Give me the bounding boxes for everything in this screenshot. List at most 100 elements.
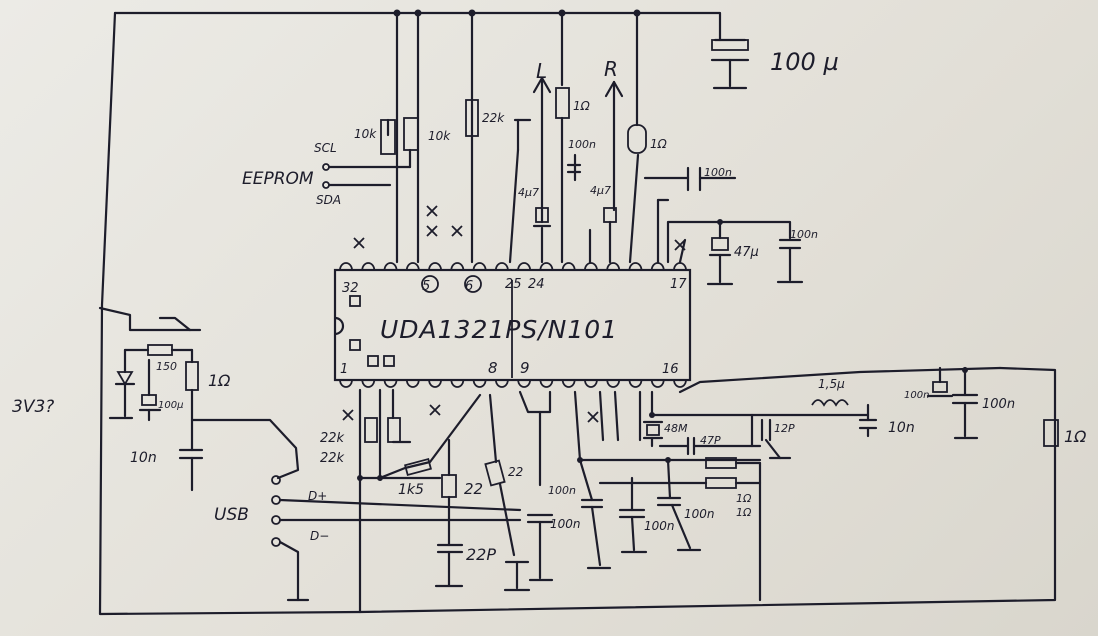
ic-pin-bottom [339, 379, 353, 388]
cap-100u-top [710, 38, 750, 90]
label-c-100n-far-b: 100n [982, 397, 1015, 412]
pin-label-16: 16 [662, 362, 679, 377]
label-r-22k-top: 22k [482, 111, 505, 125]
label-c-100n-right: 100n [790, 228, 818, 241]
label-c-47p: 47P [700, 434, 721, 447]
label-r-22k-b: 22k [320, 451, 345, 466]
label-c-100n-b1: 100n [548, 484, 576, 497]
ic-pin-bottom [428, 379, 442, 388]
ic-pin-bottom [450, 379, 465, 388]
resistors-top [380, 87, 647, 155]
ic-pin-bottom [673, 379, 687, 388]
label-cap-100u-top: 100 µ [770, 48, 839, 76]
pin-label-6: 6 [465, 279, 473, 294]
ic-pin-bottom [472, 379, 487, 388]
ic-pin-top [584, 262, 598, 271]
ic-pin-bottom [494, 379, 509, 388]
ic-pin-bottom [383, 379, 398, 388]
ic-pin-top [405, 262, 420, 271]
eeprom-terminals [322, 163, 330, 189]
label-r-10k-b: 10k [428, 129, 451, 143]
label-c-10n-right: 10n [888, 420, 915, 436]
ic-pin-top [428, 262, 442, 271]
crystal-and-filter [642, 366, 1059, 460]
pin-label-5: 5 [422, 279, 430, 294]
label-c-4u7-left: 4µ7 [518, 186, 539, 199]
label-c-10n-left: 10n [130, 450, 157, 466]
ic-pin-top [606, 262, 621, 271]
label-scl: SCL [314, 141, 337, 155]
regulator-section [98, 306, 300, 492]
label-dminus: D− [310, 529, 329, 543]
no-connect-marks [342, 205, 686, 423]
label-c-100n-top-right: 100n [704, 166, 732, 179]
label-r-150: 150 [156, 360, 177, 373]
label-r-1r-right: 1Ω [650, 137, 668, 151]
bottom-middle-components [518, 390, 762, 602]
label-c-22p: 22P [466, 545, 496, 564]
ic-pin-top [383, 262, 398, 271]
ic-pin-top [539, 262, 554, 271]
pin-label-9: 9 [520, 359, 530, 377]
bottom-left-components [358, 388, 531, 614]
ic-pin-bottom [561, 379, 576, 388]
junction-dots [357, 9, 968, 481]
label-c-100u-reg: 100µ [158, 400, 183, 411]
ic-udA1321 [333, 268, 692, 382]
label-r-1r-b2: 1Ω [736, 506, 752, 519]
label-c-100n-b2: 100n [550, 517, 581, 531]
label-l-1u5: 1,5µ [818, 377, 845, 391]
ic-pin-top [339, 262, 353, 271]
ic-pin-bottom [405, 379, 420, 388]
ic-pin-bottom [361, 379, 376, 388]
label-eeprom: EEPROM [242, 169, 314, 189]
label-r-10k-a: 10k [354, 127, 377, 141]
label-right-out: R [604, 57, 618, 81]
label-c-4u7-mid: 4µ7 [590, 184, 611, 197]
pin-label-17: 17 [670, 277, 687, 292]
ic-part-number: UDA1321PS/N101 [380, 315, 618, 344]
label-c-47u: 47µ [734, 245, 759, 260]
ic-pin-markers [349, 275, 513, 378]
ic-pin-bottom [539, 379, 554, 388]
label-r-22-a: 22 [464, 480, 483, 498]
pin-label-8: 8 [488, 359, 498, 377]
label-r-1r-reg: 1Ω [208, 371, 231, 390]
label-usb: USB [214, 505, 249, 525]
label-c-100n-far-a: 100n [904, 390, 929, 401]
ic-pin-bottom [584, 379, 598, 388]
ic-pin-top [517, 262, 532, 271]
pin-label-32: 32 [342, 281, 359, 296]
ic-pin-top [628, 262, 643, 271]
usb-connector [271, 475, 522, 602]
label-c-100n-mid: 100n [568, 138, 596, 151]
caps-top [532, 163, 804, 286]
ic-pins-bottom [339, 379, 687, 388]
ic-pin-bottom [606, 379, 621, 388]
label-sda: SDA [316, 193, 341, 207]
ic-pin-top [561, 262, 576, 271]
label-xtal: 48M [664, 422, 688, 435]
ic-pin-top [450, 262, 465, 271]
ic-pin-top [494, 262, 509, 271]
label-r-22-b: 22 [508, 465, 523, 479]
label-r-1r-b1: 1Ω [736, 492, 752, 505]
pin-label-24: 24 [528, 277, 545, 292]
ic-pin-top [472, 262, 487, 271]
label-r-1r-far: 1Ω [1064, 427, 1087, 446]
ic-pin-bottom [628, 379, 643, 388]
label-dplus: D+ [308, 489, 327, 503]
pin-label-25: 25 [505, 277, 522, 292]
label-c-100n-b4: 100n [684, 507, 715, 521]
ic-pin-bottom [650, 379, 665, 388]
ic-pin-bottom [517, 379, 532, 388]
label-left-out: L [536, 59, 547, 83]
label-c-12p: 12P [774, 422, 795, 435]
top-wiring [328, 11, 792, 264]
label-c-100n-b3: 100n [644, 519, 675, 533]
label-r-1k5: 1k5 [398, 482, 424, 498]
label-r-22k-a: 22k [320, 431, 345, 446]
ic-pin-top [361, 262, 376, 271]
